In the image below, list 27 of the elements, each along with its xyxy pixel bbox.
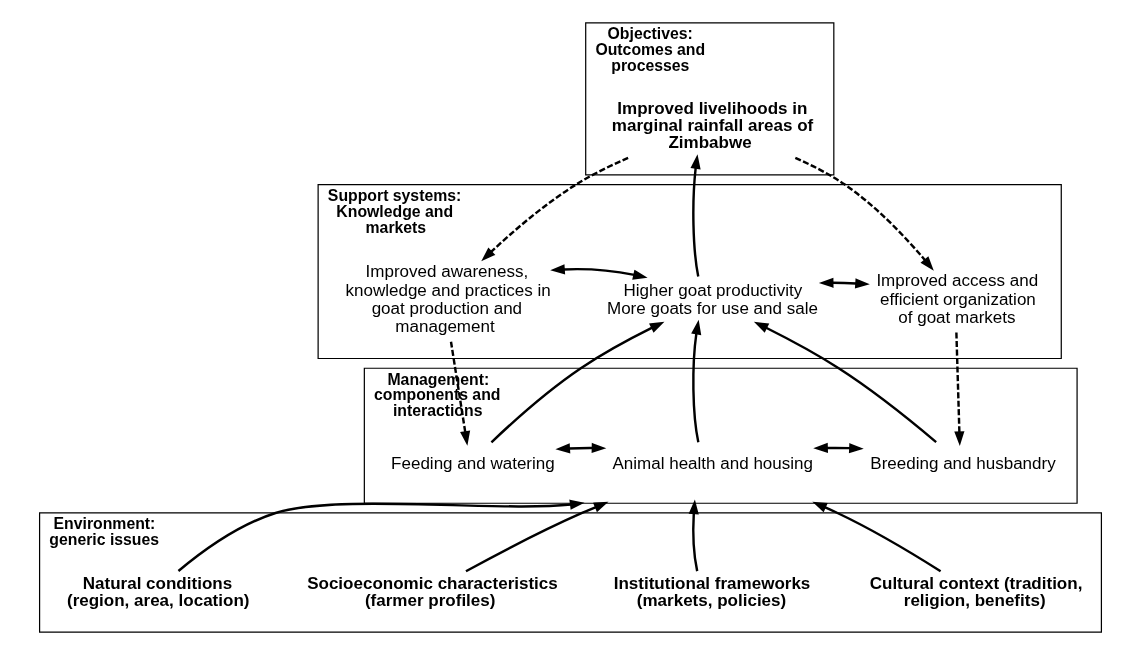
- arrow: [177, 499, 584, 572]
- node-text: Socioeconomic characteristics (farmer profiles): [306, 573, 558, 610]
- node-text: Animal health and housing: [611, 453, 813, 473]
- node-text: Improved access and efficient organization of goat markets: [875, 271, 1038, 327]
- arrow: [480, 156, 629, 262]
- arrow: [953, 332, 964, 446]
- arrow: [818, 277, 870, 289]
- node-text: Improved livelihoods in marginal rainfall areas of Zimbabwe: [611, 99, 813, 153]
- node-text: Feeding and watering: [390, 453, 555, 473]
- arrow: [490, 321, 664, 444]
- arrow: [464, 501, 608, 573]
- node-text: Higher goat productivity More goats for use and sale: [606, 280, 818, 318]
- node-text: Institutional frameworks (markets, policies): [613, 573, 810, 610]
- arrow: [812, 442, 864, 454]
- arrow: [449, 341, 470, 446]
- node-text: Breeding and husbandry: [869, 453, 1056, 473]
- arrow: [753, 321, 937, 444]
- arrow: [549, 264, 648, 280]
- node-text: Improved awareness, knowledge and practices in goat production and management: [344, 262, 551, 336]
- node-text: Cultural context (tradition, religion, benefits): [869, 573, 1082, 610]
- arrow: [554, 442, 606, 454]
- arrow: [690, 319, 701, 443]
- arrow: [690, 154, 701, 277]
- arrow: [811, 501, 941, 573]
- arrow: [794, 156, 934, 271]
- arrow: [688, 499, 699, 572]
- node-text: Natural conditions (region, area, location): [66, 573, 249, 610]
